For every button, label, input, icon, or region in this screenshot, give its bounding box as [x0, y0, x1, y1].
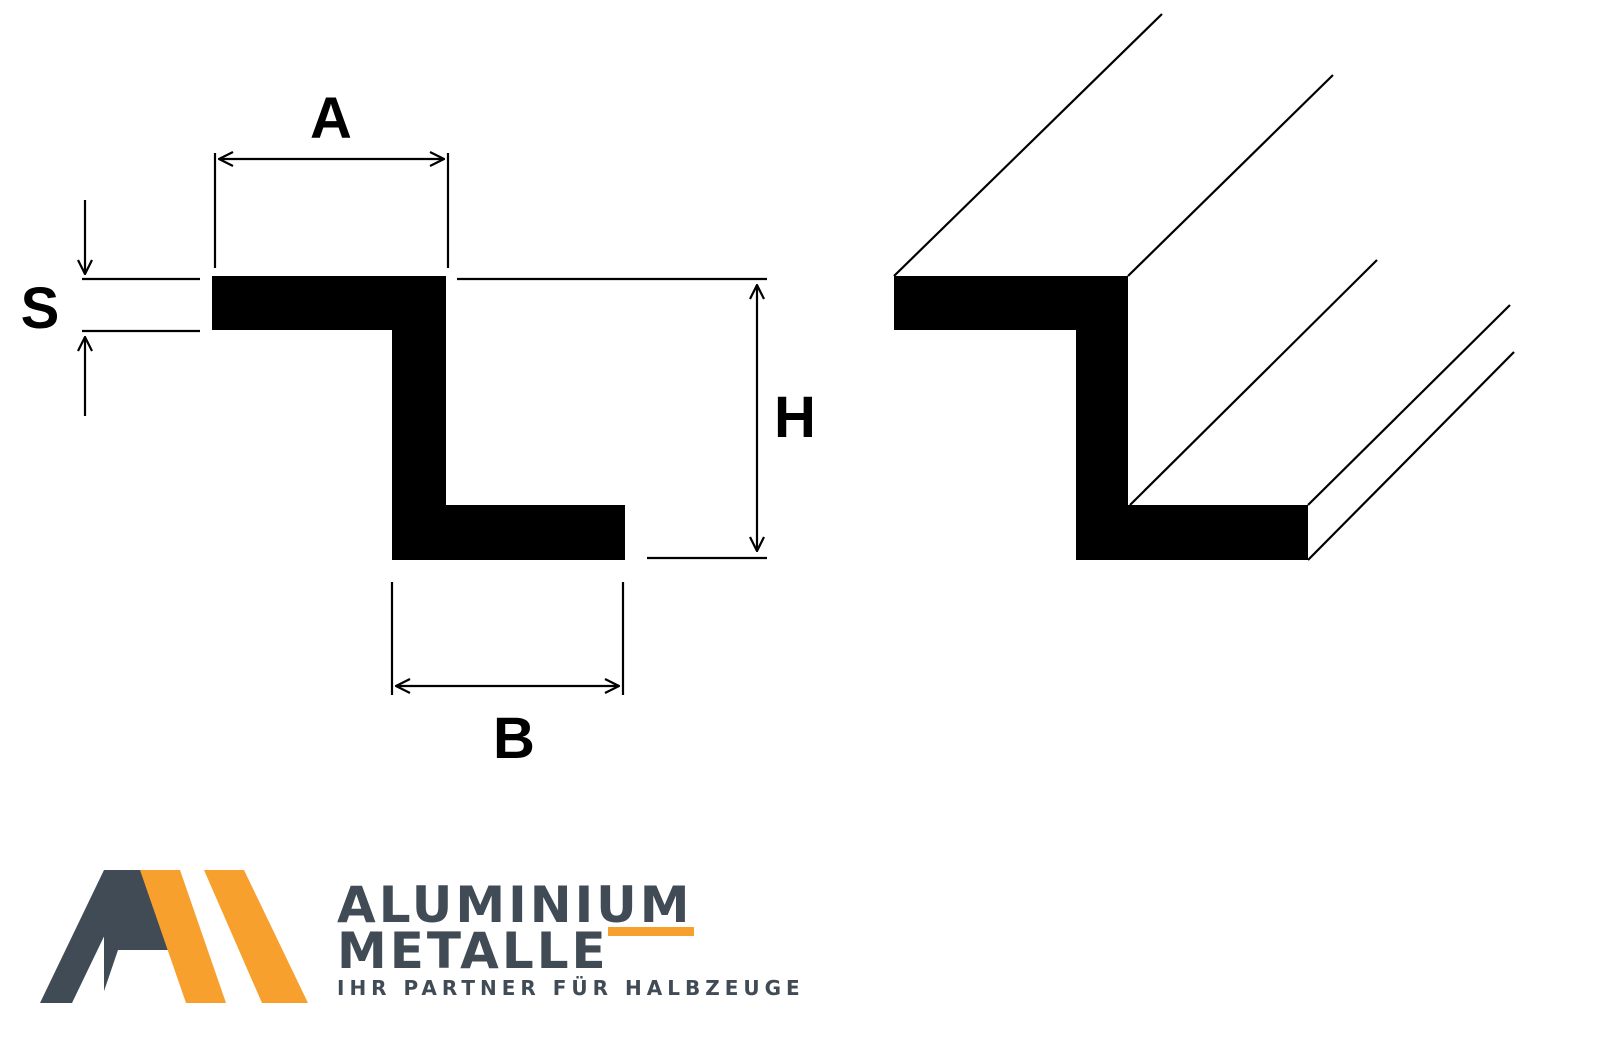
- company-logo: ALUMINIUM METALLE IHR PARTNER FÜR HALBZE…: [40, 870, 805, 1003]
- logo-line1: ALUMINIUM: [337, 876, 693, 934]
- dimension-a: [213, 153, 450, 268]
- z-profile-perspective: [893, 13, 1515, 561]
- label-s: S: [21, 276, 60, 341]
- logo-accent-bar: [608, 927, 694, 936]
- label-b: B: [493, 706, 535, 771]
- label-a: A: [310, 86, 352, 151]
- z-profile-cross-section: [212, 276, 625, 560]
- label-h: H: [774, 385, 816, 450]
- logo-line2: METALLE: [337, 922, 609, 980]
- logo-mark: [40, 870, 308, 1003]
- logo-tagline: IHR PARTNER FÜR HALBZEUGE: [337, 976, 805, 1000]
- dimension-s: [82, 200, 200, 416]
- dimension-h: [457, 277, 767, 560]
- dimension-b: [390, 582, 625, 695]
